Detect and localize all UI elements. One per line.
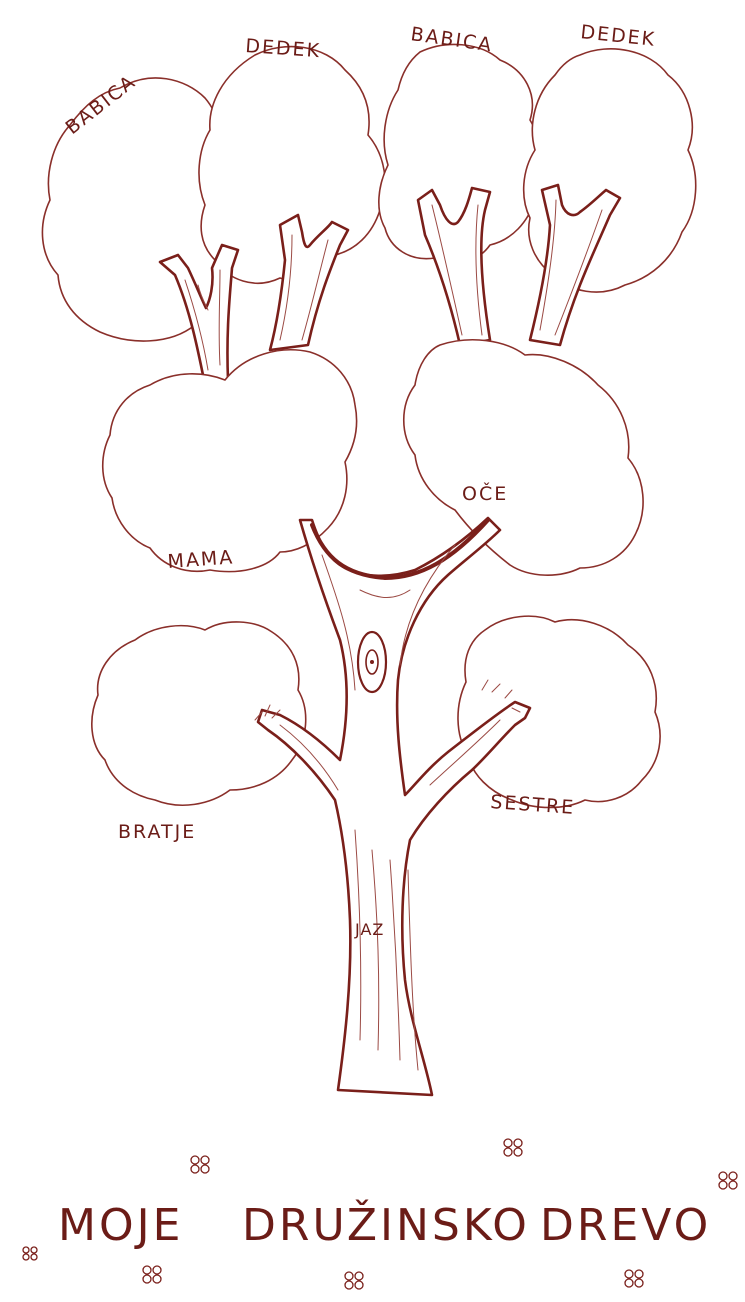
title-word-3: DREVO <box>540 1200 711 1251</box>
title-word-2: DRUŽINSKO <box>242 1198 530 1251</box>
label-brothers: BRATJE <box>118 821 196 843</box>
label-self: JAZ <box>354 920 384 939</box>
label-mother: MAMA <box>167 546 235 573</box>
flower-icon <box>143 1266 161 1283</box>
flower-icon <box>719 1172 737 1189</box>
flower-icon <box>504 1139 522 1156</box>
flower-icon <box>191 1156 209 1173</box>
flower-icon <box>625 1270 643 1287</box>
label-grandfather-right: DEDEK <box>579 21 657 51</box>
label-father: OČE <box>462 481 508 505</box>
flower-icon <box>23 1247 37 1260</box>
flower-icon <box>345 1272 363 1289</box>
label-sisters: SESTRE <box>490 791 576 819</box>
title-word-1: MOJE <box>58 1200 183 1251</box>
crown-sisters <box>458 616 660 807</box>
crown-father <box>404 340 643 575</box>
